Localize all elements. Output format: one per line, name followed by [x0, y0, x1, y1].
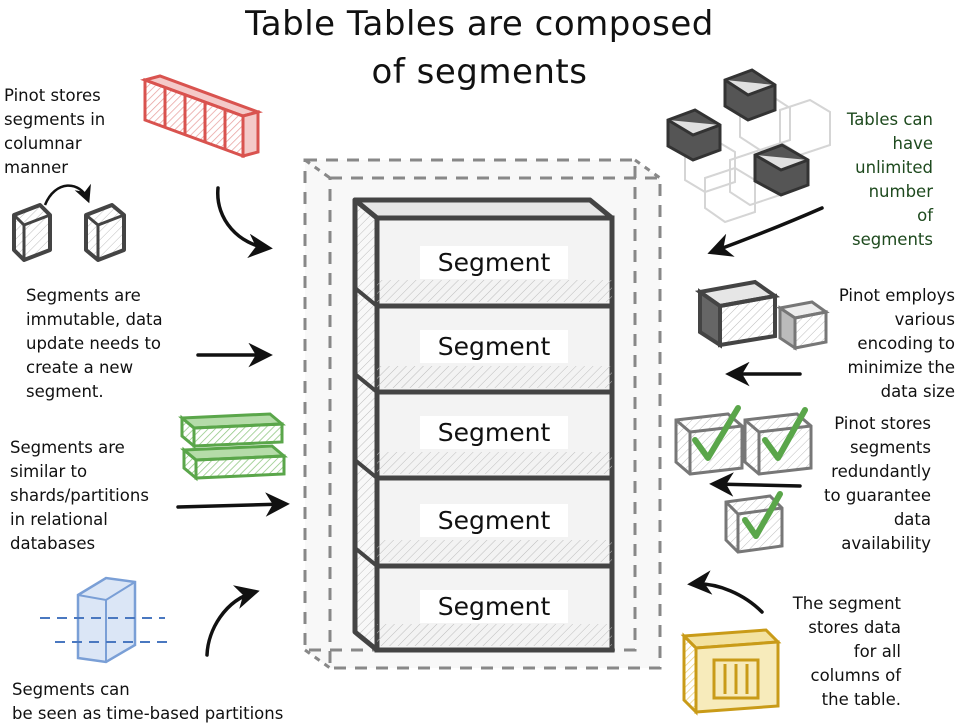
note-line: manner [4, 158, 69, 177]
note-line: update needs to [26, 334, 162, 353]
shards-stack-icon [178, 412, 288, 482]
segment-label-3: Segment [420, 416, 568, 449]
note-line: minimize the [847, 358, 956, 377]
note-line: segments in [4, 110, 106, 129]
note-line: Segments are [26, 286, 141, 305]
segment-label-2: Segment [420, 330, 568, 363]
note-line: segments [852, 230, 933, 249]
note-line: encoding to [857, 334, 955, 353]
note-line: of [917, 206, 933, 225]
columnar-block-icon [140, 74, 263, 159]
segment-label-5: Segment [420, 590, 568, 623]
arrow-unlimited [707, 206, 824, 257]
note-line: The segment [792, 594, 901, 613]
note-immutable: Segments are immutable, data update need… [26, 284, 163, 404]
arrow-redundant [709, 472, 802, 497]
note-line: Segments can [12, 680, 130, 699]
arrow-columnar [216, 186, 273, 259]
note-line: databases [10, 534, 96, 553]
note-encoding: Pinot employs various encoding to minimi… [839, 284, 955, 404]
note-time-partitions: Segments can be seen as time-based parti… [12, 678, 283, 726]
columns-box-icon [680, 628, 782, 716]
diagram-title-line-2: of segments [371, 52, 588, 92]
segment-label-1: Segment [420, 246, 568, 279]
note-line: columns of [810, 666, 901, 685]
note-line: columnar [4, 134, 82, 153]
note-columnar: Pinot stores segments in columnar manner [4, 84, 105, 180]
note-line: data [893, 510, 931, 529]
arrows [176, 186, 824, 657]
segment-label-4: Segment [420, 504, 568, 537]
note-line: immutable, data [26, 310, 163, 329]
arrow-time [205, 585, 260, 657]
note-line: be seen as time-based partitions [12, 704, 284, 723]
note-line: unlimited [855, 158, 933, 177]
note-line: Tables can [846, 110, 933, 129]
note-line: have [892, 134, 934, 153]
note-redundant: Pinot stores segments redundantly to gua… [824, 412, 931, 556]
note-line: Pinot stores [4, 86, 101, 105]
redundant-checked-cubes-icon [674, 405, 813, 554]
note-line: in relational [10, 510, 108, 529]
note-line: availability [841, 534, 931, 553]
note-line: shards/partitions [10, 486, 149, 505]
note-unlimited-segments: Tables can have unlimited number of segm… [847, 108, 933, 252]
note-line: stores data [808, 618, 901, 637]
arrow-columns [687, 570, 764, 614]
note-line: Segments are [10, 438, 125, 457]
diagram-title-line-1: Table Tables are composed [245, 4, 714, 44]
note-line: number [868, 182, 933, 201]
note-line: redundantly [831, 462, 931, 481]
note-line: Pinot stores [834, 414, 931, 433]
segment-stack [352, 197, 615, 653]
note-line: to guarantee [824, 486, 931, 505]
note-line: various [894, 310, 955, 329]
note-line: create a new [26, 358, 134, 377]
immutable-blocks-icon [12, 183, 126, 262]
note-line: segments [850, 438, 931, 457]
note-line: similar to [10, 462, 88, 481]
encoding-cubes-icon [694, 279, 830, 351]
note-line: segment. [26, 382, 104, 401]
note-line: Pinot employs [838, 286, 955, 305]
note-line: the table. [821, 690, 901, 709]
many-segments-cluster-icon [666, 68, 831, 224]
time-partition-cube-icon [40, 576, 170, 664]
note-line: for all [853, 642, 901, 661]
arrow-shards [176, 492, 290, 517]
note-columns: The segment stores data for all columns … [793, 592, 901, 712]
note-line: data size [880, 382, 955, 401]
note-shards: Segments are similar to shards/partition… [10, 436, 149, 556]
